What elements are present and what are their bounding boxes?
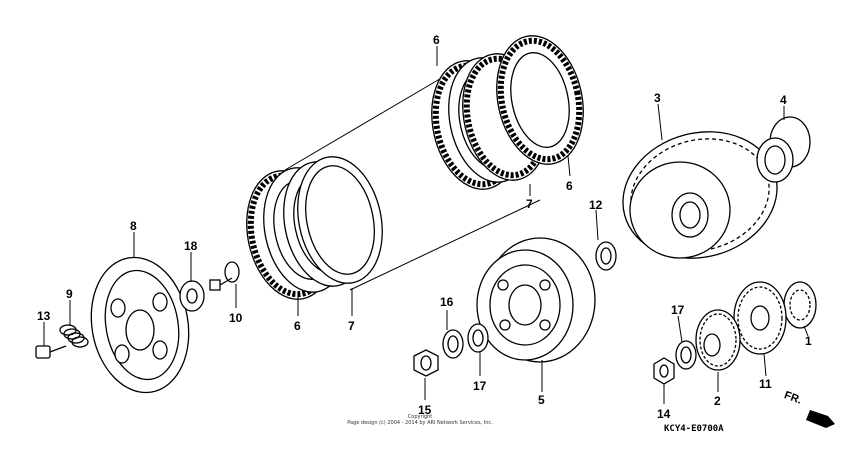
callout-18: 18	[184, 239, 198, 253]
callout-7-right: 7	[526, 197, 533, 211]
clutch-outer	[622, 131, 778, 259]
copyright-line-1: Copyright	[407, 414, 433, 420]
clutch-spring	[59, 324, 89, 348]
gear-nut	[653, 357, 675, 385]
callout-10: 10	[229, 311, 243, 325]
lock-nut	[413, 349, 439, 377]
primary-gear-small	[783, 281, 817, 329]
callout-1: 1	[805, 334, 812, 348]
gear-washer	[675, 340, 697, 370]
diagram-code: KCY4-E0700A	[664, 424, 724, 434]
callout-15: 15	[418, 403, 432, 417]
callout-5: 5	[538, 393, 545, 407]
clutch-bolt	[35, 345, 67, 359]
callout-8: 8	[130, 219, 137, 233]
callout-4: 4	[780, 93, 787, 107]
clutch-pack-guides	[284, 69, 541, 291]
callout-12: 12	[589, 198, 603, 212]
bearing	[179, 280, 205, 312]
lifter-rod	[209, 261, 240, 291]
callout-numbers: 1 2 3 4 5 6 6 6 7 7 8 9 10 11 12 13 14 1…	[37, 33, 812, 421]
callout-13: 13	[37, 309, 51, 323]
callout-9: 9	[66, 287, 73, 301]
callout-17-left: 17	[473, 379, 487, 393]
drive-gear	[695, 309, 741, 371]
copyright-notice: Copyright Page design (c) 2004 - 2014 by…	[300, 414, 540, 426]
clutch-center	[476, 237, 596, 363]
clutch-pack-rear	[431, 35, 584, 190]
callout-14: 14	[657, 407, 671, 421]
callout-2: 2	[714, 394, 721, 408]
leader-lines	[43, 46, 809, 404]
callout-7-left: 7	[348, 319, 355, 333]
callout-17-right: 17	[671, 303, 685, 317]
lock-washer	[467, 323, 489, 353]
callout-16: 16	[440, 295, 454, 309]
callout-6-top: 6	[433, 33, 440, 47]
washer	[442, 329, 464, 359]
callout-6-right: 6	[566, 179, 573, 193]
outer-guide-collar	[756, 116, 811, 183]
primary-gear-large	[733, 281, 787, 355]
callout-11: 11	[759, 377, 772, 391]
pressure-plate	[90, 256, 190, 394]
callout-3: 3	[654, 91, 661, 105]
callout-6-left: 6	[294, 319, 301, 333]
copyright-line-2: Page design (c) 2004 - 2014 by ARI Netwo…	[347, 420, 493, 426]
front-direction-arrow-icon	[806, 410, 835, 428]
thrust-washer	[595, 241, 617, 271]
clutch-pack-front	[246, 156, 383, 300]
